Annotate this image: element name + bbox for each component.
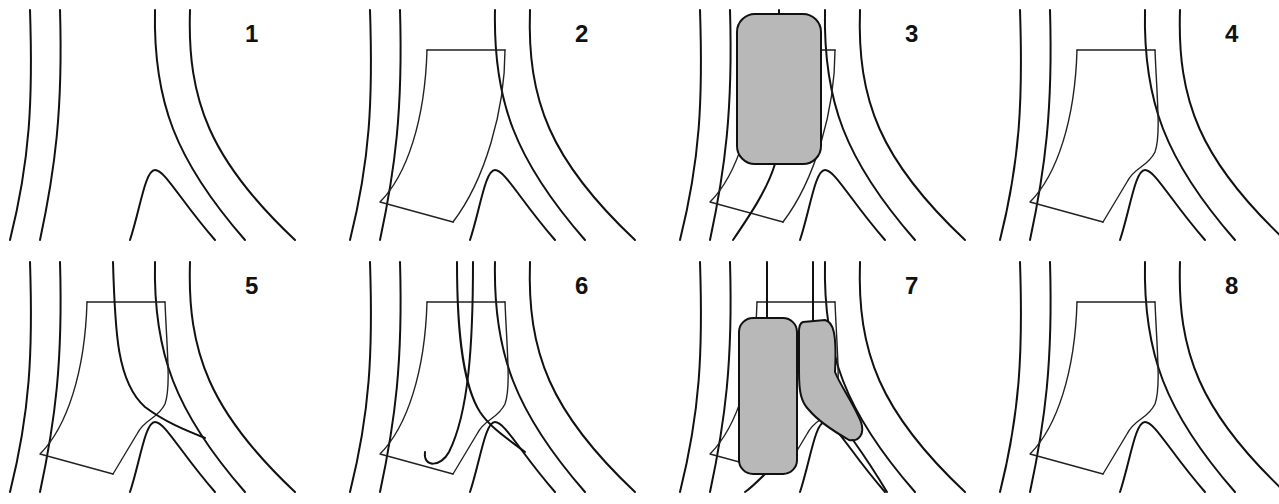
panel-2 bbox=[350, 10, 635, 240]
panel-3 bbox=[680, 10, 965, 240]
callout-number: 8 bbox=[1225, 274, 1238, 298]
callout-number: 5 bbox=[245, 274, 258, 298]
panel-4 bbox=[1000, 10, 1279, 240]
panel-7 bbox=[680, 262, 965, 492]
callout-number: 2 bbox=[575, 22, 588, 46]
panel-5 bbox=[10, 262, 295, 492]
callout-number: 3 bbox=[905, 22, 918, 46]
callout-number: 7 bbox=[905, 274, 918, 298]
panel-8 bbox=[1000, 262, 1279, 492]
panel-1 bbox=[10, 10, 295, 240]
callout-number: 6 bbox=[575, 274, 588, 298]
callout-number: 4 bbox=[1225, 22, 1238, 46]
callout-number: 1 bbox=[245, 22, 258, 46]
panel-6 bbox=[350, 262, 635, 492]
